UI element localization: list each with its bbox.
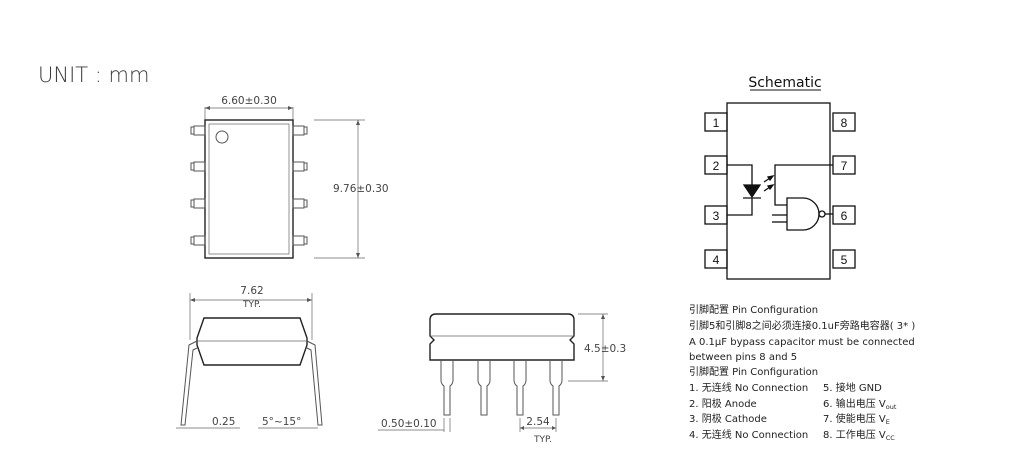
- pin-notes: 引脚配置 Pin Configuration 引脚5和引脚8之间必须连接0.1u…: [689, 303, 915, 442]
- lead-width-dimension: 0.50±0.10: [381, 418, 437, 430]
- pitch-dimension: 2.54: [526, 416, 550, 428]
- bypass-note-en-2: between pins 8 and 5: [689, 352, 797, 363]
- side-view: 7.62 TYP. 0.25 5°~15°: [176, 285, 323, 429]
- side-width-dimension: 7.62: [240, 285, 263, 297]
- pin-label-8: 8: [841, 116, 848, 130]
- pin-label-5: 5: [841, 253, 848, 267]
- schematic: Schematic 1 2 3 4 8 7 6 5: [704, 75, 856, 280]
- pin-desc-2: 2. 阳极 Anode: [689, 397, 757, 410]
- led-diode-icon: [727, 164, 775, 216]
- pin-label-3: 3: [713, 209, 720, 223]
- lead-thickness-dimension: 0.25: [212, 416, 235, 428]
- top-view: 6.60±0.30 9.76±0.30: [190, 95, 389, 259]
- pitch-note: TYP.: [533, 435, 552, 445]
- lead-angle-dimension: 5°~15°: [262, 416, 301, 428]
- pin-desc-4: 4. 无连线 No Connection: [689, 428, 808, 441]
- front-height-dimension: 4.5±0.3: [584, 343, 626, 355]
- nand-gate-icon: [772, 164, 833, 231]
- bypass-note-en-1: A 0.1μF bypass capacitor must be connect…: [689, 337, 915, 348]
- pin-desc-7: 7. 使能电压 VE: [823, 412, 890, 426]
- pin-desc-5: 5. 接地 GND: [823, 381, 882, 394]
- top-width-dimension: 6.60±0.30: [221, 95, 277, 107]
- pin-desc-3: 3. 阴极 Cathode: [689, 412, 767, 425]
- side-width-note: TYP.: [242, 300, 261, 310]
- pin1-marker: [215, 130, 229, 144]
- pin-desc-6: 6. 输出电压 Vout: [823, 397, 897, 411]
- pin-label-2: 2: [713, 159, 720, 173]
- schematic-title: Schematic: [748, 75, 821, 91]
- front-view: 4.5±0.3 0.50±0.10 2.54 TYP.: [378, 313, 626, 445]
- pin-label-7: 7: [841, 159, 848, 173]
- pin-label-1: 1: [713, 116, 720, 130]
- pin-label-6: 6: [841, 209, 848, 223]
- pin-desc-1: 1. 无连线 No Connection: [689, 381, 808, 394]
- pin-desc-8: 8. 工作电压 VCC: [823, 428, 895, 442]
- pin-config-heading: 引脚配置 Pin Configuration: [689, 303, 818, 316]
- unit-label: UNIT : mm: [38, 63, 149, 87]
- bypass-note-cn: 引脚5和引脚8之间必须连接0.1uF旁路电容器( 3* ): [689, 319, 915, 332]
- top-height-dimension: 9.76±0.30: [333, 183, 389, 195]
- pin-config-heading-2: 引脚配置 Pin Configuration: [689, 365, 818, 378]
- pin-label-4: 4: [713, 253, 720, 267]
